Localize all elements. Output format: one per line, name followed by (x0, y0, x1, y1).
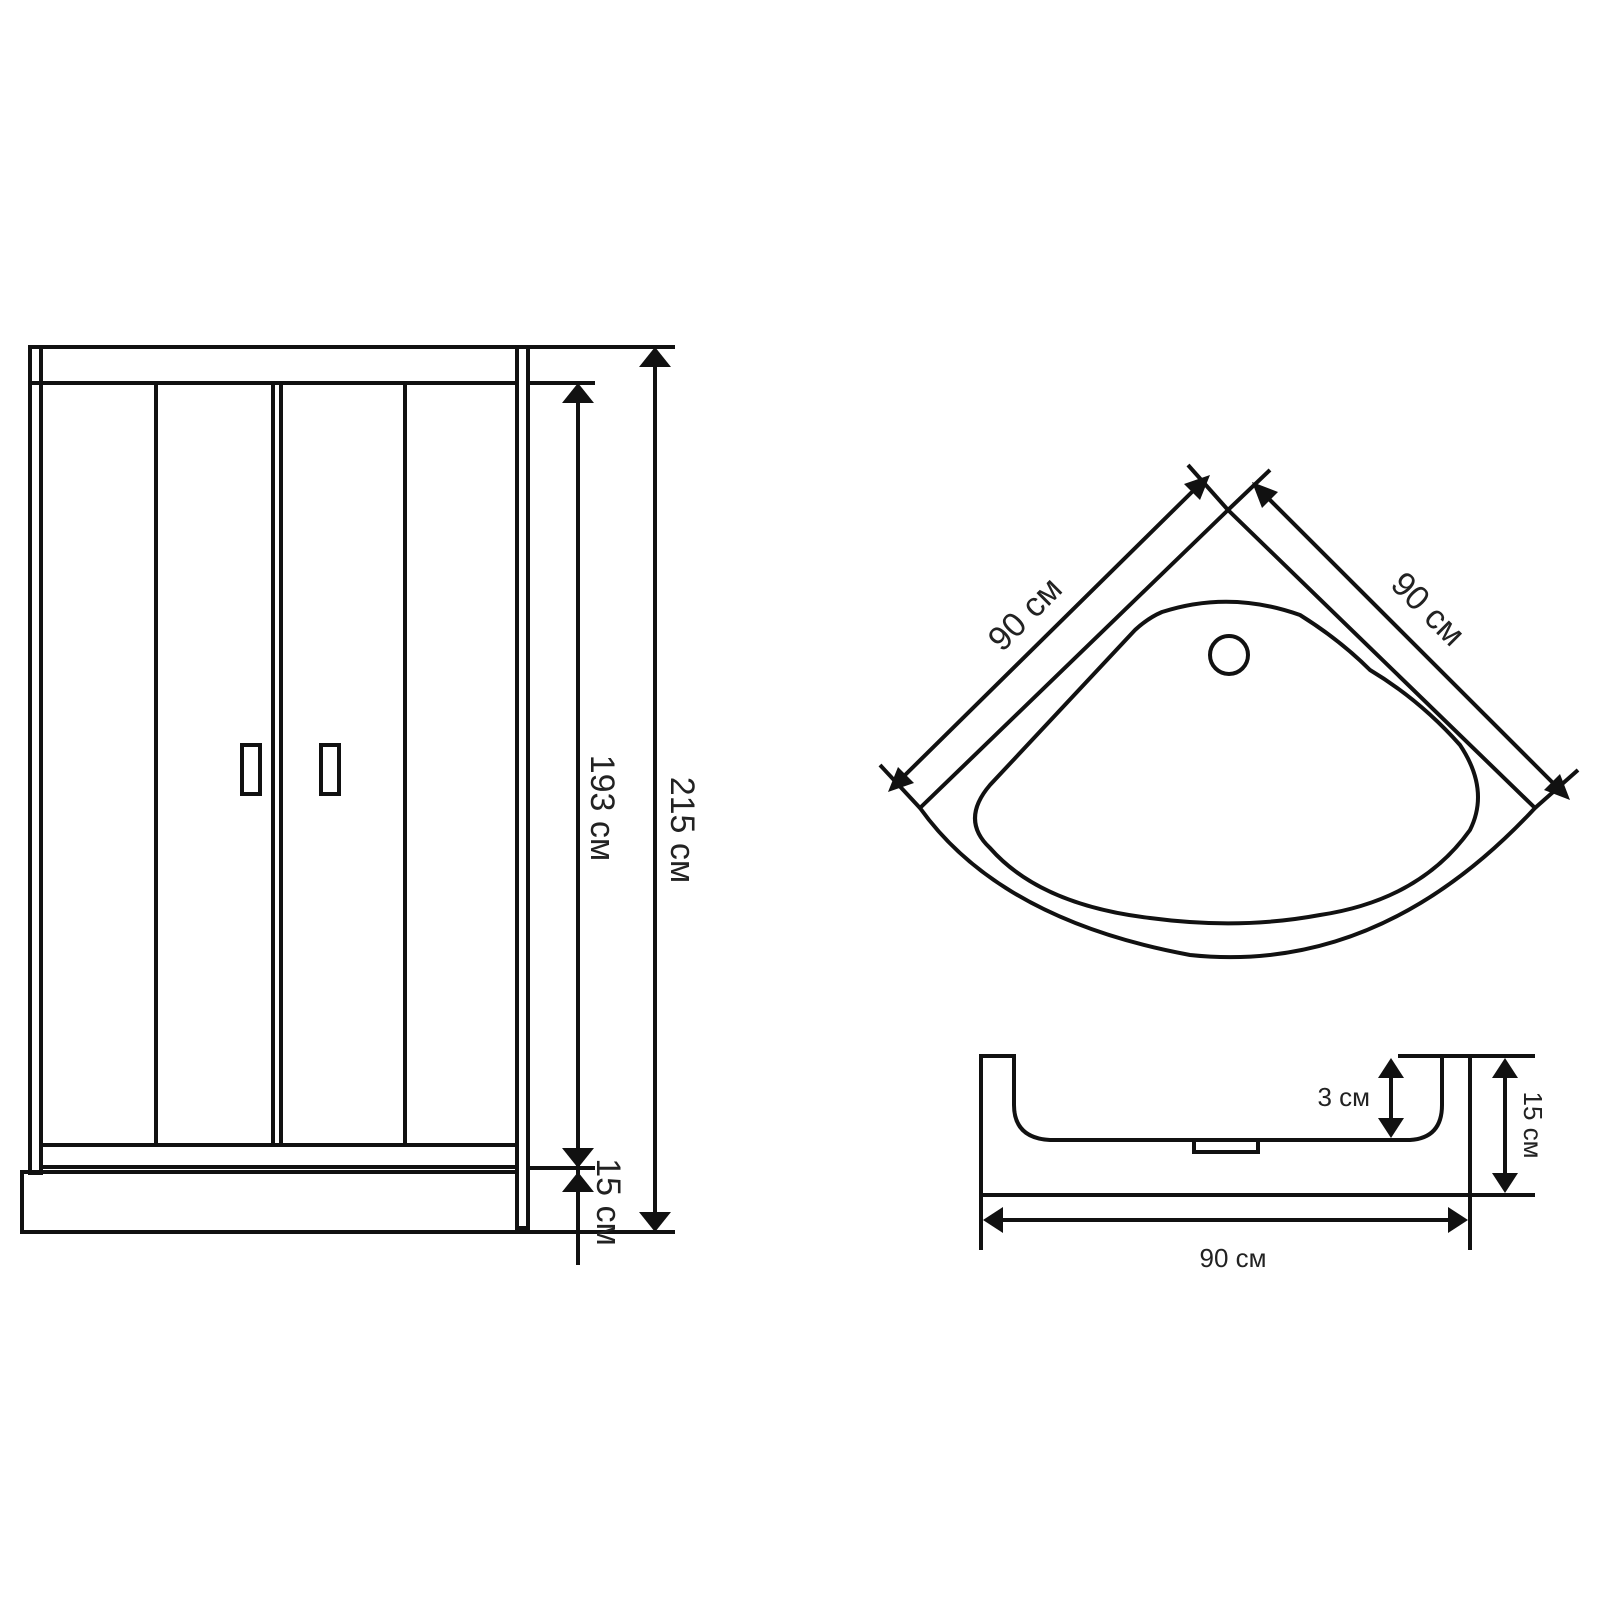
drain-fitting (1192, 1138, 1260, 1154)
arrow-depth-top (1378, 1058, 1404, 1078)
center-seam (271, 381, 283, 1147)
arrow-height-bottom (1492, 1173, 1518, 1193)
arrow-tray-top (562, 1172, 594, 1192)
inner-basin (973, 599, 1480, 926)
arrow-width-right (1448, 1207, 1468, 1233)
arrow-left-top (1184, 475, 1210, 500)
arrow-inner-top (562, 383, 594, 403)
top-cap (28, 345, 519, 385)
arrow-depth-bottom (1378, 1118, 1404, 1138)
dim-line-left-side (898, 486, 1198, 782)
bottom-rail (39, 1143, 519, 1169)
arrow-total-bottom (639, 1212, 671, 1232)
dim-left-side-label: 90 см (981, 570, 1070, 659)
top-view: 90 см 90 см (878, 463, 1580, 960)
arrow-right-bottom (1544, 774, 1570, 800)
arrow-right-top (1252, 482, 1278, 508)
left-door-handle (240, 743, 262, 796)
front-view: 193 см 15 см 215 см (20, 345, 701, 1265)
arrow-left-bottom (888, 767, 914, 792)
tray-outline (917, 507, 1538, 960)
arrow-total-top (639, 347, 671, 367)
right-door-handle (319, 743, 341, 796)
shower-tray (20, 1170, 519, 1234)
left-post (28, 345, 43, 1175)
arrow-width-left (983, 1207, 1003, 1233)
dim-right-side-label: 90 см (1383, 565, 1472, 654)
dim-depth-label: 3 см (1317, 1082, 1370, 1112)
dim-tray-label: 15 см (589, 1158, 627, 1246)
drain-circle (1208, 634, 1250, 676)
section-view: 3 см 15 см 90 см (979, 1054, 1548, 1273)
dim-inner-label: 193 см (583, 755, 621, 862)
right-ext-top (1226, 468, 1272, 512)
left-ext-top (1186, 463, 1230, 512)
right-post (515, 345, 530, 1230)
arrow-height-top (1492, 1058, 1518, 1078)
arrow-inner-bottom (562, 1148, 594, 1168)
dim-height-label: 15 см (1518, 1091, 1548, 1158)
tray-section (979, 1054, 1472, 1197)
dim-total-label: 215 см (663, 777, 701, 884)
dim-width-label: 90 см (1199, 1243, 1266, 1273)
dim-line-right-side (1260, 490, 1562, 792)
